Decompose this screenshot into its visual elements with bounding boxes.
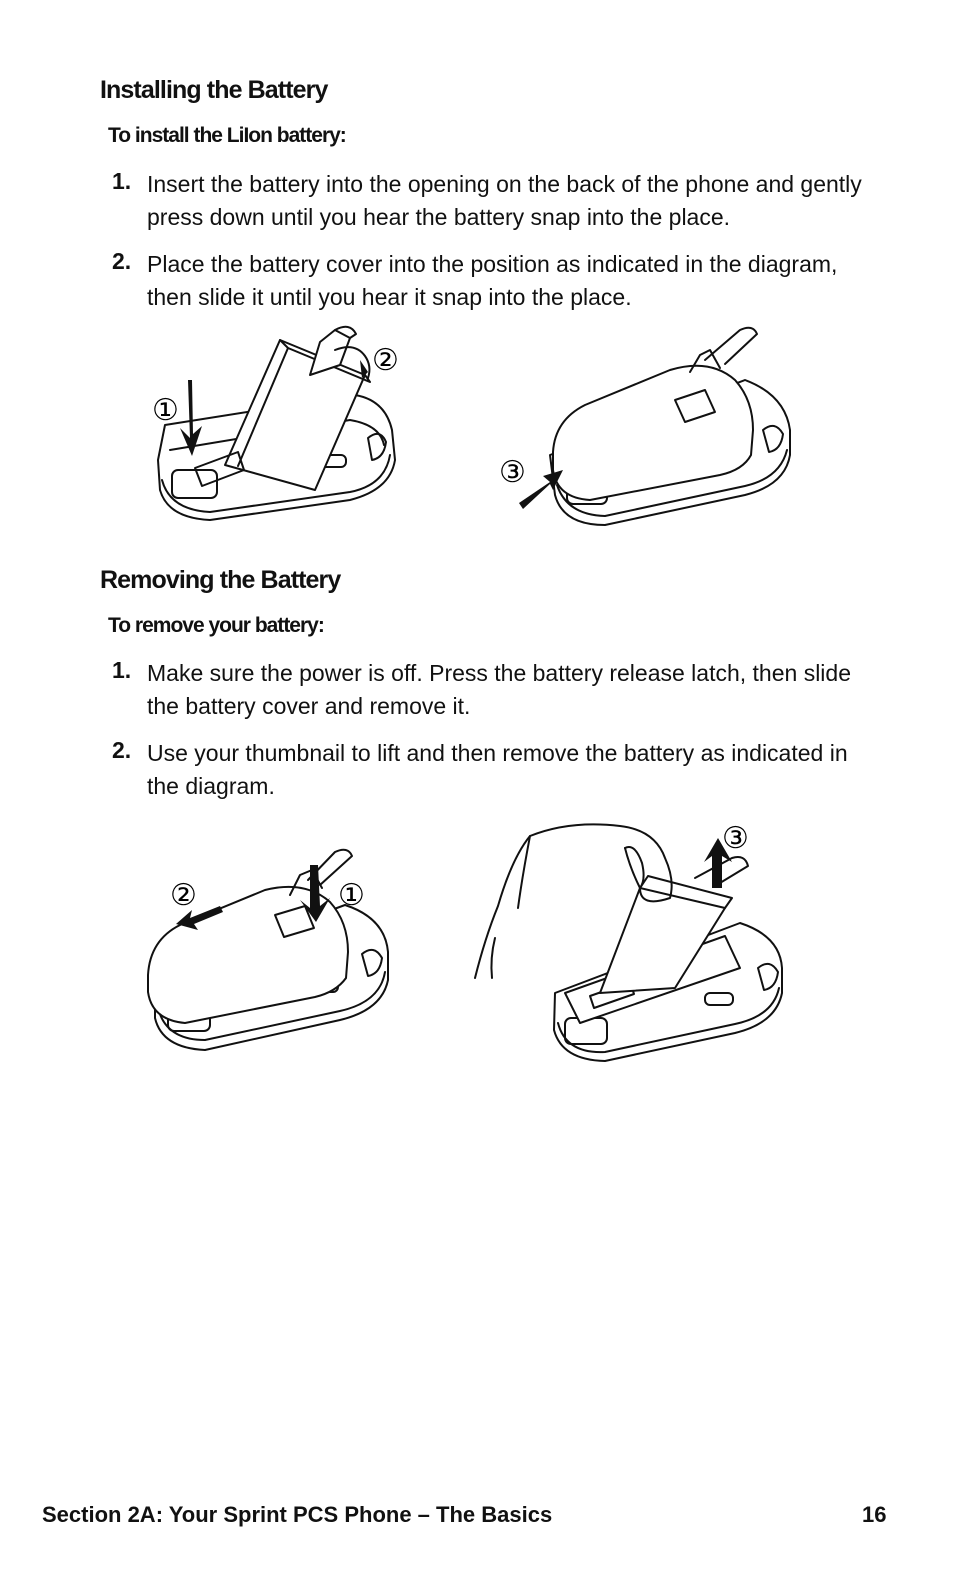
remove-battery-illustration: ③ (470, 821, 790, 1068)
step-number: 1. (112, 168, 132, 194)
step-text: Place the battery cover into the positio… (147, 251, 838, 310)
install-subheading: To install the LiIon battery: (108, 124, 347, 147)
remove-subheading: To remove your battery: (108, 614, 325, 637)
footer-page-number: 16 (862, 1502, 887, 1527)
install-battery-illustration: ① ② (152, 320, 399, 540)
callout-1: ① (152, 393, 179, 428)
install-heading: Installing the Battery (100, 76, 328, 104)
step-text: Use your thumbnail to lift and then remo… (147, 740, 848, 799)
install-cover-illustration: ③ (499, 320, 795, 540)
callout-3: ③ (499, 455, 526, 490)
callout-2: ② (372, 343, 399, 378)
step-text: Insert the battery into the opening on t… (147, 171, 862, 230)
remove-cover-illustration: ② ① (140, 840, 400, 1065)
callout-3: ③ (722, 821, 749, 856)
footer-section-title: Section 2A: Your Sprint PCS Phone – The … (42, 1502, 553, 1527)
callout-2: ② (170, 878, 197, 913)
callout-1: ① (338, 878, 365, 913)
step-number: 2. (112, 737, 132, 763)
step-text: Make sure the power is off. Press the ba… (147, 660, 851, 719)
step-number: 1. (112, 657, 132, 683)
remove-heading: Removing the Battery (100, 566, 341, 594)
step-number: 2. (112, 248, 132, 274)
